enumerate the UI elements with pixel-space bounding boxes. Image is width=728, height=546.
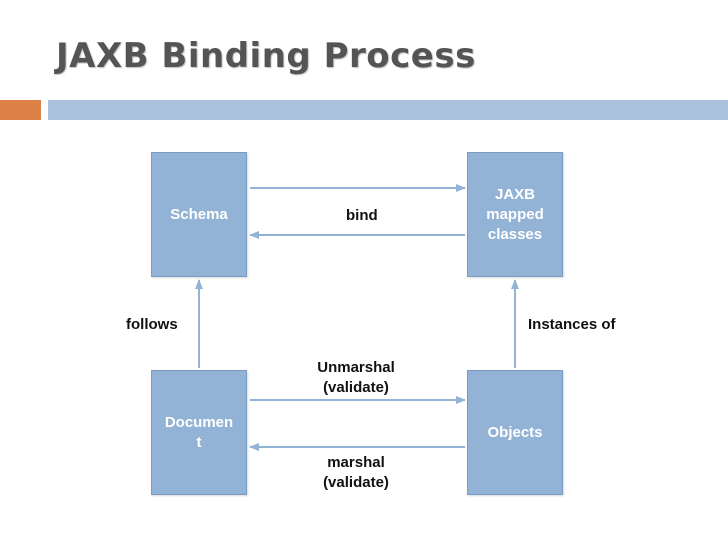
edge-label-unmarshal: Unmarshal (validate) bbox=[300, 358, 412, 398]
node-document: Document bbox=[151, 370, 247, 495]
node-jaxb-label-line3: classes bbox=[487, 225, 543, 243]
node-objects-label: Objects bbox=[487, 423, 543, 441]
title-accent-bar-blue bbox=[48, 100, 728, 120]
edge-label-marshal-line1: marshal bbox=[327, 454, 385, 471]
node-jaxb-label-line2: mapped bbox=[486, 205, 544, 223]
edge-label-unmarshal-line2: (validate) bbox=[323, 379, 389, 396]
edge-label-instances-of: Instances of bbox=[528, 316, 616, 333]
node-schema-label: Schema bbox=[170, 205, 228, 223]
node-document-label: Document bbox=[164, 413, 234, 451]
title-accent-bar-orange bbox=[0, 100, 41, 120]
node-objects: Objects bbox=[467, 370, 563, 495]
edge-label-follows: follows bbox=[126, 316, 178, 333]
node-jaxb-label-line1: JAXB bbox=[494, 185, 535, 203]
node-jaxb-mapped-classes: JAXB mapped classes bbox=[467, 152, 563, 277]
node-schema: Schema bbox=[151, 152, 247, 277]
edge-label-marshal-line2: (validate) bbox=[323, 474, 389, 491]
edge-label-marshal: marshal (validate) bbox=[300, 453, 412, 493]
edge-label-bind: bind bbox=[346, 207, 378, 224]
page-title: JAXB Binding Process bbox=[56, 36, 476, 76]
edge-label-unmarshal-line1: Unmarshal bbox=[317, 359, 395, 376]
